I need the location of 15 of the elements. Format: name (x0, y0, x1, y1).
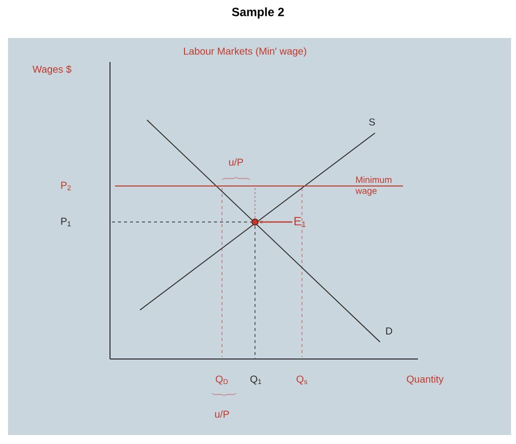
axis-label: Quantity (406, 375, 444, 385)
price-label: P$_{2}$ (61, 182, 71, 190)
chart-heading: Labour Markets (Min' wage) (184, 47, 306, 57)
price-label: P$_{1}$ (61, 218, 71, 226)
quantity-label: Q$_{D}$ (216, 376, 228, 384)
point-label: E$_{1}$ (294, 216, 306, 228)
line-label: Minimum wage (356, 176, 392, 196)
quantity-label: Q$_{s}$ (296, 376, 308, 384)
curve-label: D (386, 328, 392, 334)
axis-label: Wages $ (32, 65, 72, 75)
gap-label: u/P (215, 410, 229, 418)
title: Sample 2 (232, 7, 284, 19)
quantity-label: Q$_{1}$ (250, 376, 262, 384)
gap-label: u/P (229, 158, 243, 166)
curve-label: S (369, 118, 375, 126)
